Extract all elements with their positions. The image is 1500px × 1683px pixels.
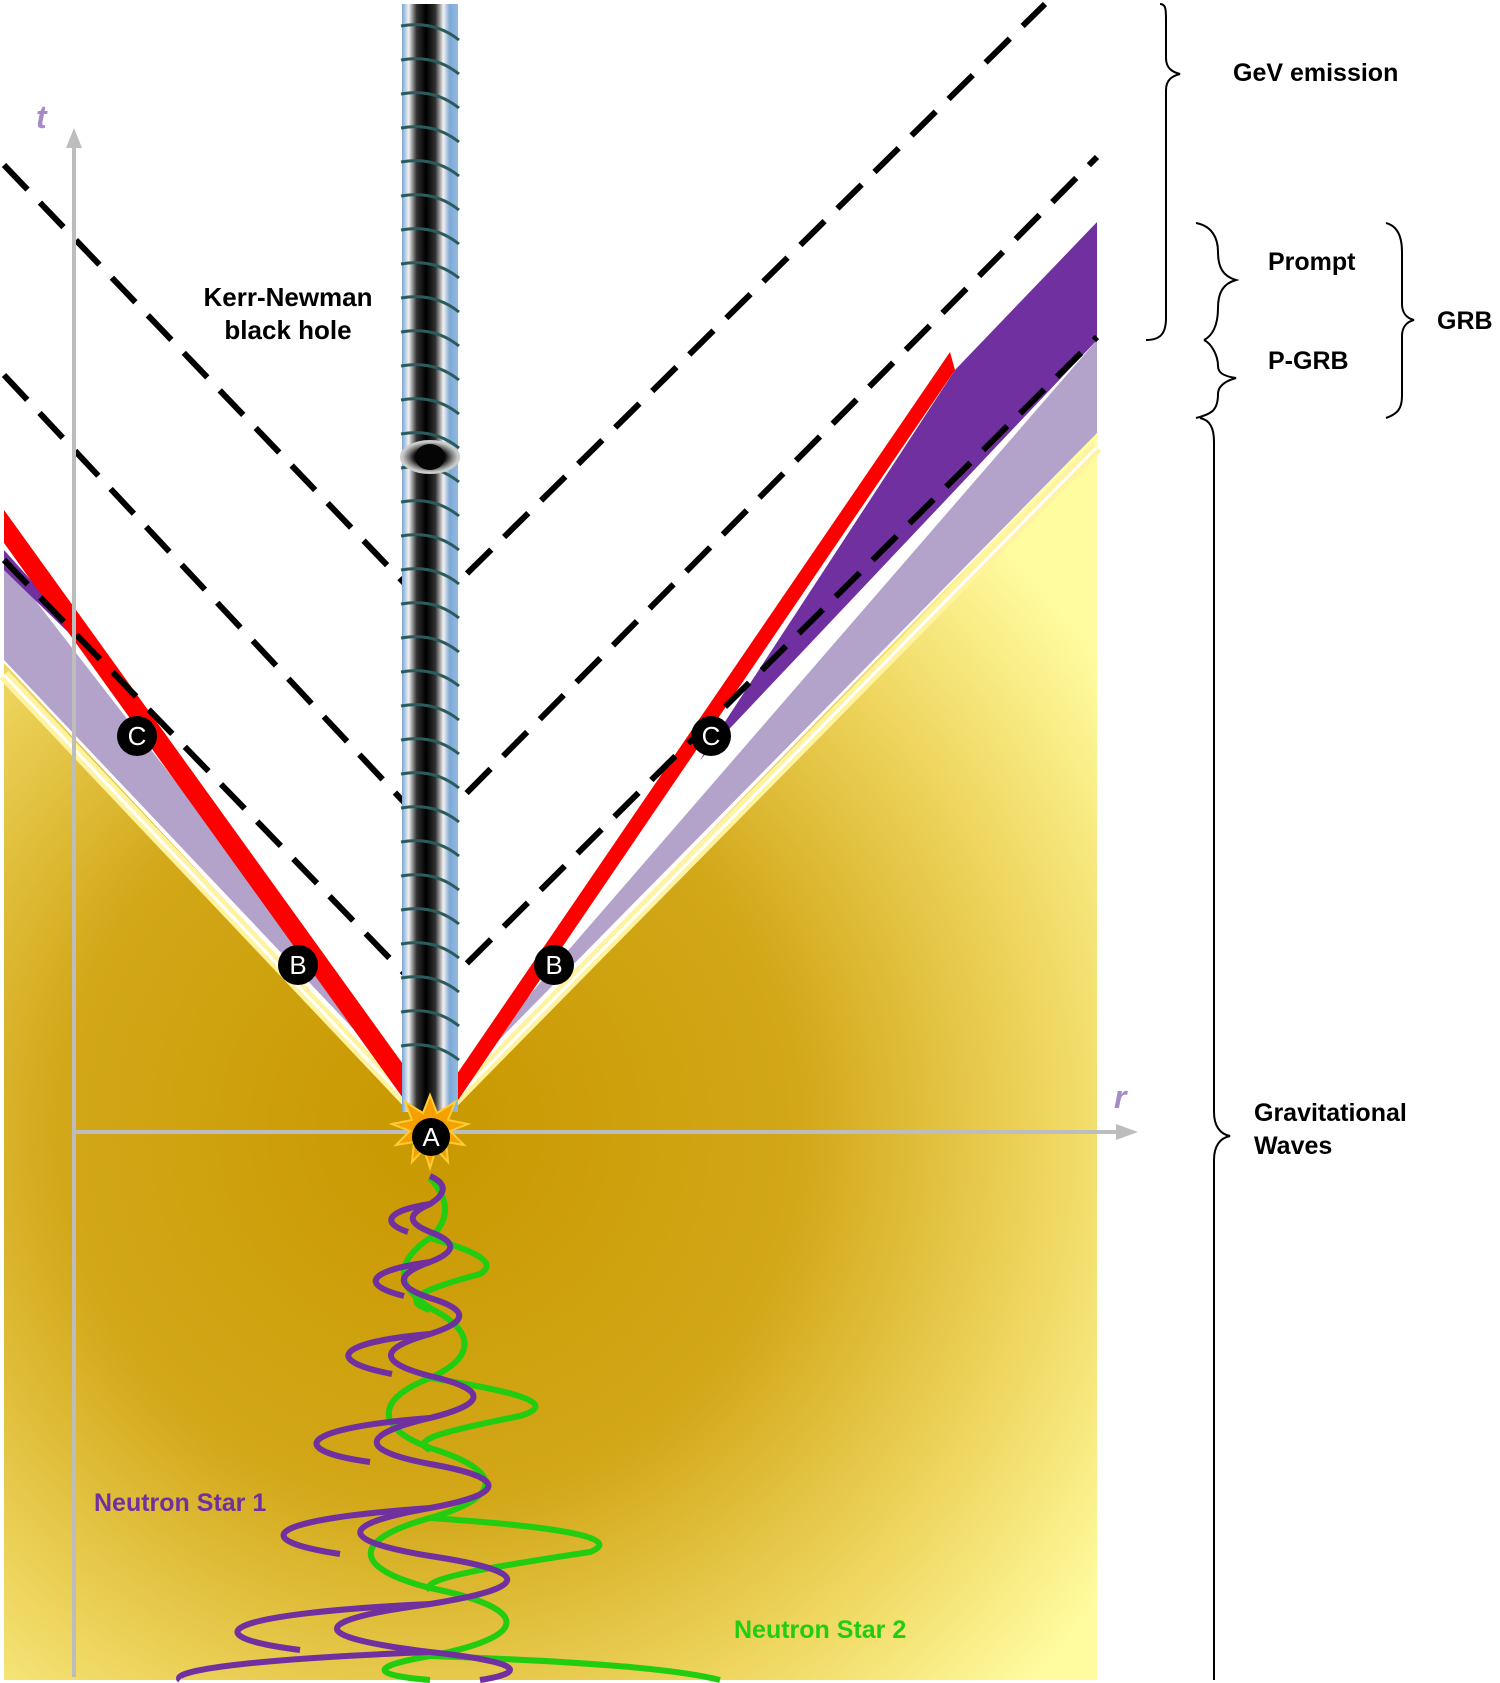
black-hole-worldline [402, 4, 458, 1112]
r-axis-arrow [1116, 1124, 1138, 1140]
gravitational-waves-label-line2: Waves [1254, 1132, 1332, 1160]
marker-a-label: A [422, 1122, 440, 1152]
gold-region [4, 433, 1097, 1680]
purple-band-right [700, 222, 1097, 760]
marker-b-left-label: B [289, 950, 306, 980]
lavender-band-right [430, 340, 1097, 1110]
pgrb-brace [1195, 339, 1237, 419]
red-cone-left [4, 510, 436, 1112]
observer-eye-pupil [415, 444, 445, 470]
neutron-star-1-label: Neutron Star 1 [94, 1489, 266, 1517]
marker-c-left: C [117, 716, 157, 756]
glow-core-right [438, 445, 1099, 1117]
t-axis-label: t [36, 99, 48, 135]
r-axis-label: r [1114, 1079, 1128, 1115]
marker-c-right: C [691, 716, 731, 756]
black-hole-label-line2: black hole [224, 315, 351, 345]
grb-brace [1385, 222, 1415, 419]
prompt-brace [1195, 222, 1240, 341]
marker-c-right-label: C [702, 721, 721, 751]
pgrb-label: P-GRB [1268, 347, 1349, 375]
marker-b-right-label: B [545, 950, 562, 980]
neutron-star-spirals [175, 1173, 721, 1683]
gev-brace [1145, 3, 1181, 341]
phase-brackets [1145, 3, 1415, 1680]
marker-c-left-label: C [128, 721, 147, 751]
axes: t r [36, 99, 1138, 1677]
dashed-null-lines [1, 1, 1100, 1003]
prompt-label: Prompt [1268, 248, 1356, 276]
neutron-star-2-label: Neutron Star 2 [734, 1616, 906, 1644]
black-hole-label-line1: Kerr-Newman [203, 282, 372, 312]
neutron-star-1-orbit [334, 1173, 513, 1683]
t-axis-arrow [66, 128, 82, 148]
grb-label: GRB [1437, 307, 1493, 335]
neutron-star-2-orbit-wide [413, 1235, 721, 1683]
gravitational-waves-label-line1: Gravitational [1254, 1099, 1407, 1127]
marker-b-left: B [278, 945, 318, 985]
marker-b-right: B [534, 945, 574, 985]
neutron-star-1-orbit-wide [175, 1201, 431, 1683]
gev-emission-label: GeV emission [1233, 59, 1398, 87]
gw-brace [1199, 417, 1231, 1680]
marker-a: A [412, 1118, 450, 1156]
